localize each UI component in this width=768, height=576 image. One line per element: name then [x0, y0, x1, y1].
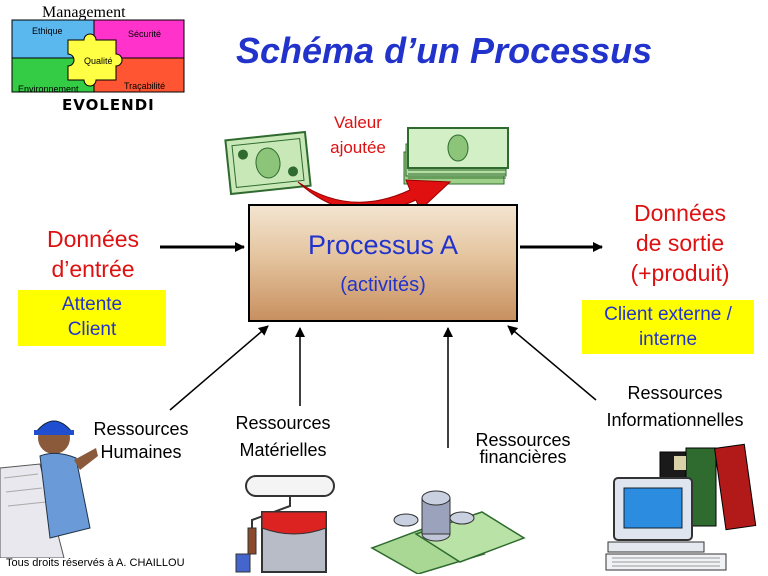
arrow-information-resources — [507, 325, 597, 401]
financial-resources-line1: Ressources — [475, 430, 571, 450]
logo-piece-ethique: Ethique — [32, 26, 63, 36]
money-stack-icon — [403, 127, 509, 185]
puzzle-logo-graphic — [11, 19, 185, 93]
logo-piece-environnement: Environnement — [18, 84, 79, 94]
client-type-box: Client externe / interne — [582, 300, 754, 354]
material-resources-label: Ressources Matérielles — [222, 410, 344, 464]
value-added-line1: Valeur — [334, 113, 382, 132]
process-name: Processus A — [307, 230, 459, 260]
arrow-human-resources — [169, 325, 269, 411]
information-resources-label: Ressources Informationnelles — [590, 380, 760, 434]
information-resources-line1: Ressources — [627, 383, 723, 403]
page-title: Schéma d’un Processus — [236, 30, 653, 71]
dollar-bill-icon — [224, 130, 312, 196]
client-type-line2: interne — [638, 329, 698, 350]
client-expectation-line2: Client — [67, 319, 117, 340]
output-data-line3: (+produit) — [630, 260, 730, 286]
logo-brand-text: EVOLENDI — [62, 96, 155, 114]
value-added-label: Valeur ajoutée — [318, 110, 398, 160]
material-resources-line1: Ressources — [235, 413, 331, 433]
output-data-label: Données de sortie (+produit) — [600, 198, 760, 288]
input-data-line2: d’entrée — [51, 256, 135, 282]
computer-and-books-icon — [605, 443, 757, 571]
material-resources-line2: Matérielles — [239, 440, 327, 460]
human-resources-label: Ressources Humaines — [80, 418, 202, 464]
coins-and-banknotes-icon — [370, 490, 526, 574]
paint-tools-icon — [235, 475, 335, 573]
logo-piece-securite: Sécurité — [128, 29, 162, 39]
client-expectation-box: Attente Client — [18, 290, 166, 346]
information-resources-line2: Informationnelles — [606, 410, 744, 430]
input-data-label: Données d’entrée — [18, 224, 168, 284]
logo-piece-tracabilite: Traçabilité — [124, 81, 166, 91]
logo-piece-qualite: Qualité — [84, 56, 113, 66]
client-type-line1: Client externe / — [604, 304, 732, 325]
human-resources-line2: Humaines — [100, 442, 182, 462]
value-added-line2: ajoutée — [330, 138, 386, 157]
process-subtitle: (activités) — [340, 274, 426, 296]
human-resources-line1: Ressources — [93, 419, 189, 439]
copyright-footer: Tous droits réservés à A. CHAILLOU — [6, 557, 185, 569]
logo-management-text: Management — [42, 4, 126, 21]
worker-with-plan-icon — [0, 420, 98, 558]
input-data-line1: Données — [46, 226, 140, 252]
financial-resources-label: Ressources financières — [462, 430, 584, 467]
output-data-line2: de sortie — [635, 230, 725, 256]
process-box — [248, 204, 518, 322]
output-data-line1: Données — [633, 200, 727, 226]
financial-resources-line2: financières — [479, 447, 567, 467]
client-expectation-line1: Attente — [61, 294, 123, 315]
